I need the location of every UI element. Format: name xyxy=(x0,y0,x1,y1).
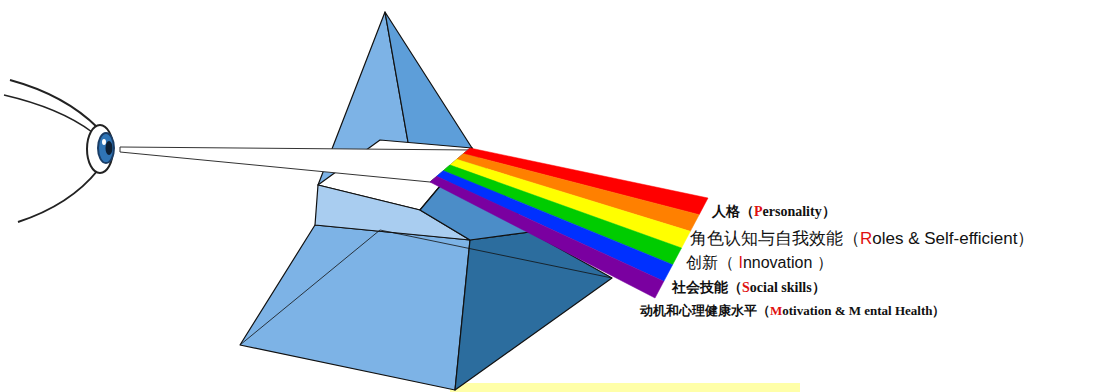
initial-letter: P xyxy=(754,204,763,219)
label-part: ersonality） xyxy=(763,204,836,219)
spectrum-label: 动机和心理健康水平（Motivation & M ental Health） xyxy=(640,304,946,319)
label-part: 人格（ xyxy=(712,204,754,219)
initial-letter: I xyxy=(738,254,742,271)
label-part: otivation & M ental Health） xyxy=(782,303,945,318)
label-part: 社会技能（ xyxy=(672,280,742,295)
label-part: 动机和心理健康水平（ xyxy=(640,303,770,318)
label-part: nnovation ） xyxy=(743,254,833,271)
initial-letter: R xyxy=(860,229,872,248)
label-part: 角色认知与自我效能（ xyxy=(690,229,860,248)
highlight-strip xyxy=(450,383,800,392)
spectrum-band xyxy=(430,176,664,298)
spectrum-band xyxy=(437,171,673,282)
spectrum-label: 社会技能（Social skills） xyxy=(672,280,826,296)
spectrum-label: 人格（Personality） xyxy=(712,204,836,220)
light-beam xyxy=(120,147,472,182)
label-part: 创新（ xyxy=(686,254,738,271)
eye-drawing xyxy=(4,80,114,222)
initial-letter: S xyxy=(742,280,750,295)
initial-letter: M xyxy=(770,303,782,318)
spectrum-label: 创新（ Innovation ） xyxy=(686,254,833,272)
spectrum-bands xyxy=(430,148,708,298)
spectrum-label: 角色认知与自我效能（Roles & Self-efficient） xyxy=(690,229,1035,249)
label-part: ocial skills） xyxy=(750,280,826,295)
label-part: oles & Self-efficient） xyxy=(872,229,1034,248)
